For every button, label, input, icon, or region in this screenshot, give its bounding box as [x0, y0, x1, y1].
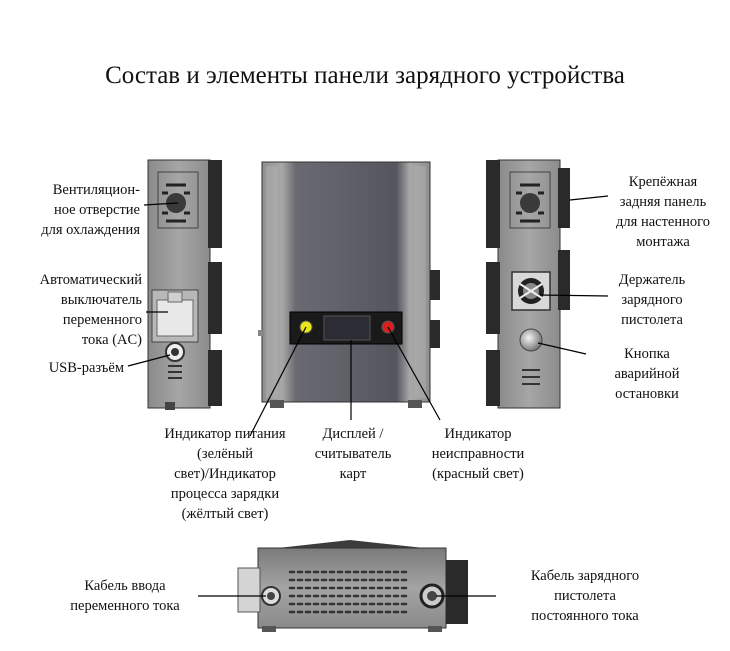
- label-holder: Держатель зарядного пистолета: [618, 272, 686, 328]
- label-fault-indicator: Индикатор неисправности (красный свет): [431, 426, 525, 482]
- label-power-indicator: Индикатор питания (зелёный свет)/Индикат…: [164, 426, 286, 522]
- label-usb: USB-разъём: [48, 360, 124, 376]
- label-breaker: Автоматический выключатель переменного т…: [39, 272, 142, 348]
- emergency-stop-icon: [519, 328, 543, 352]
- page-title: Состав и элементы панели зарядного устро…: [105, 62, 625, 89]
- front-view: [258, 161, 440, 408]
- label-estop: Кнопка аварийной остановки: [614, 346, 680, 402]
- label-display: Дисплей / считыватель карт: [314, 426, 392, 482]
- left-side-view: [147, 159, 222, 410]
- label-ac-cable: Кабель ввода переменного тока: [70, 578, 180, 614]
- gun-holder-icon: [511, 271, 551, 311]
- vent-icon: [509, 171, 551, 229]
- leader-lines: [127, 195, 609, 597]
- right-side-view: [486, 159, 570, 409]
- usb-port-icon: [165, 342, 185, 379]
- label-mount: Крепёжная задняя панель для настенного м…: [616, 174, 710, 250]
- vent-icon: [157, 171, 199, 229]
- bottom-view: [237, 540, 468, 632]
- label-dc-cable: Кабель зарядного пистолета постоянного т…: [530, 568, 640, 624]
- label-vent: Вентиляцион- ное отверстие для охлаждени…: [41, 182, 140, 238]
- breaker-icon: [151, 289, 199, 343]
